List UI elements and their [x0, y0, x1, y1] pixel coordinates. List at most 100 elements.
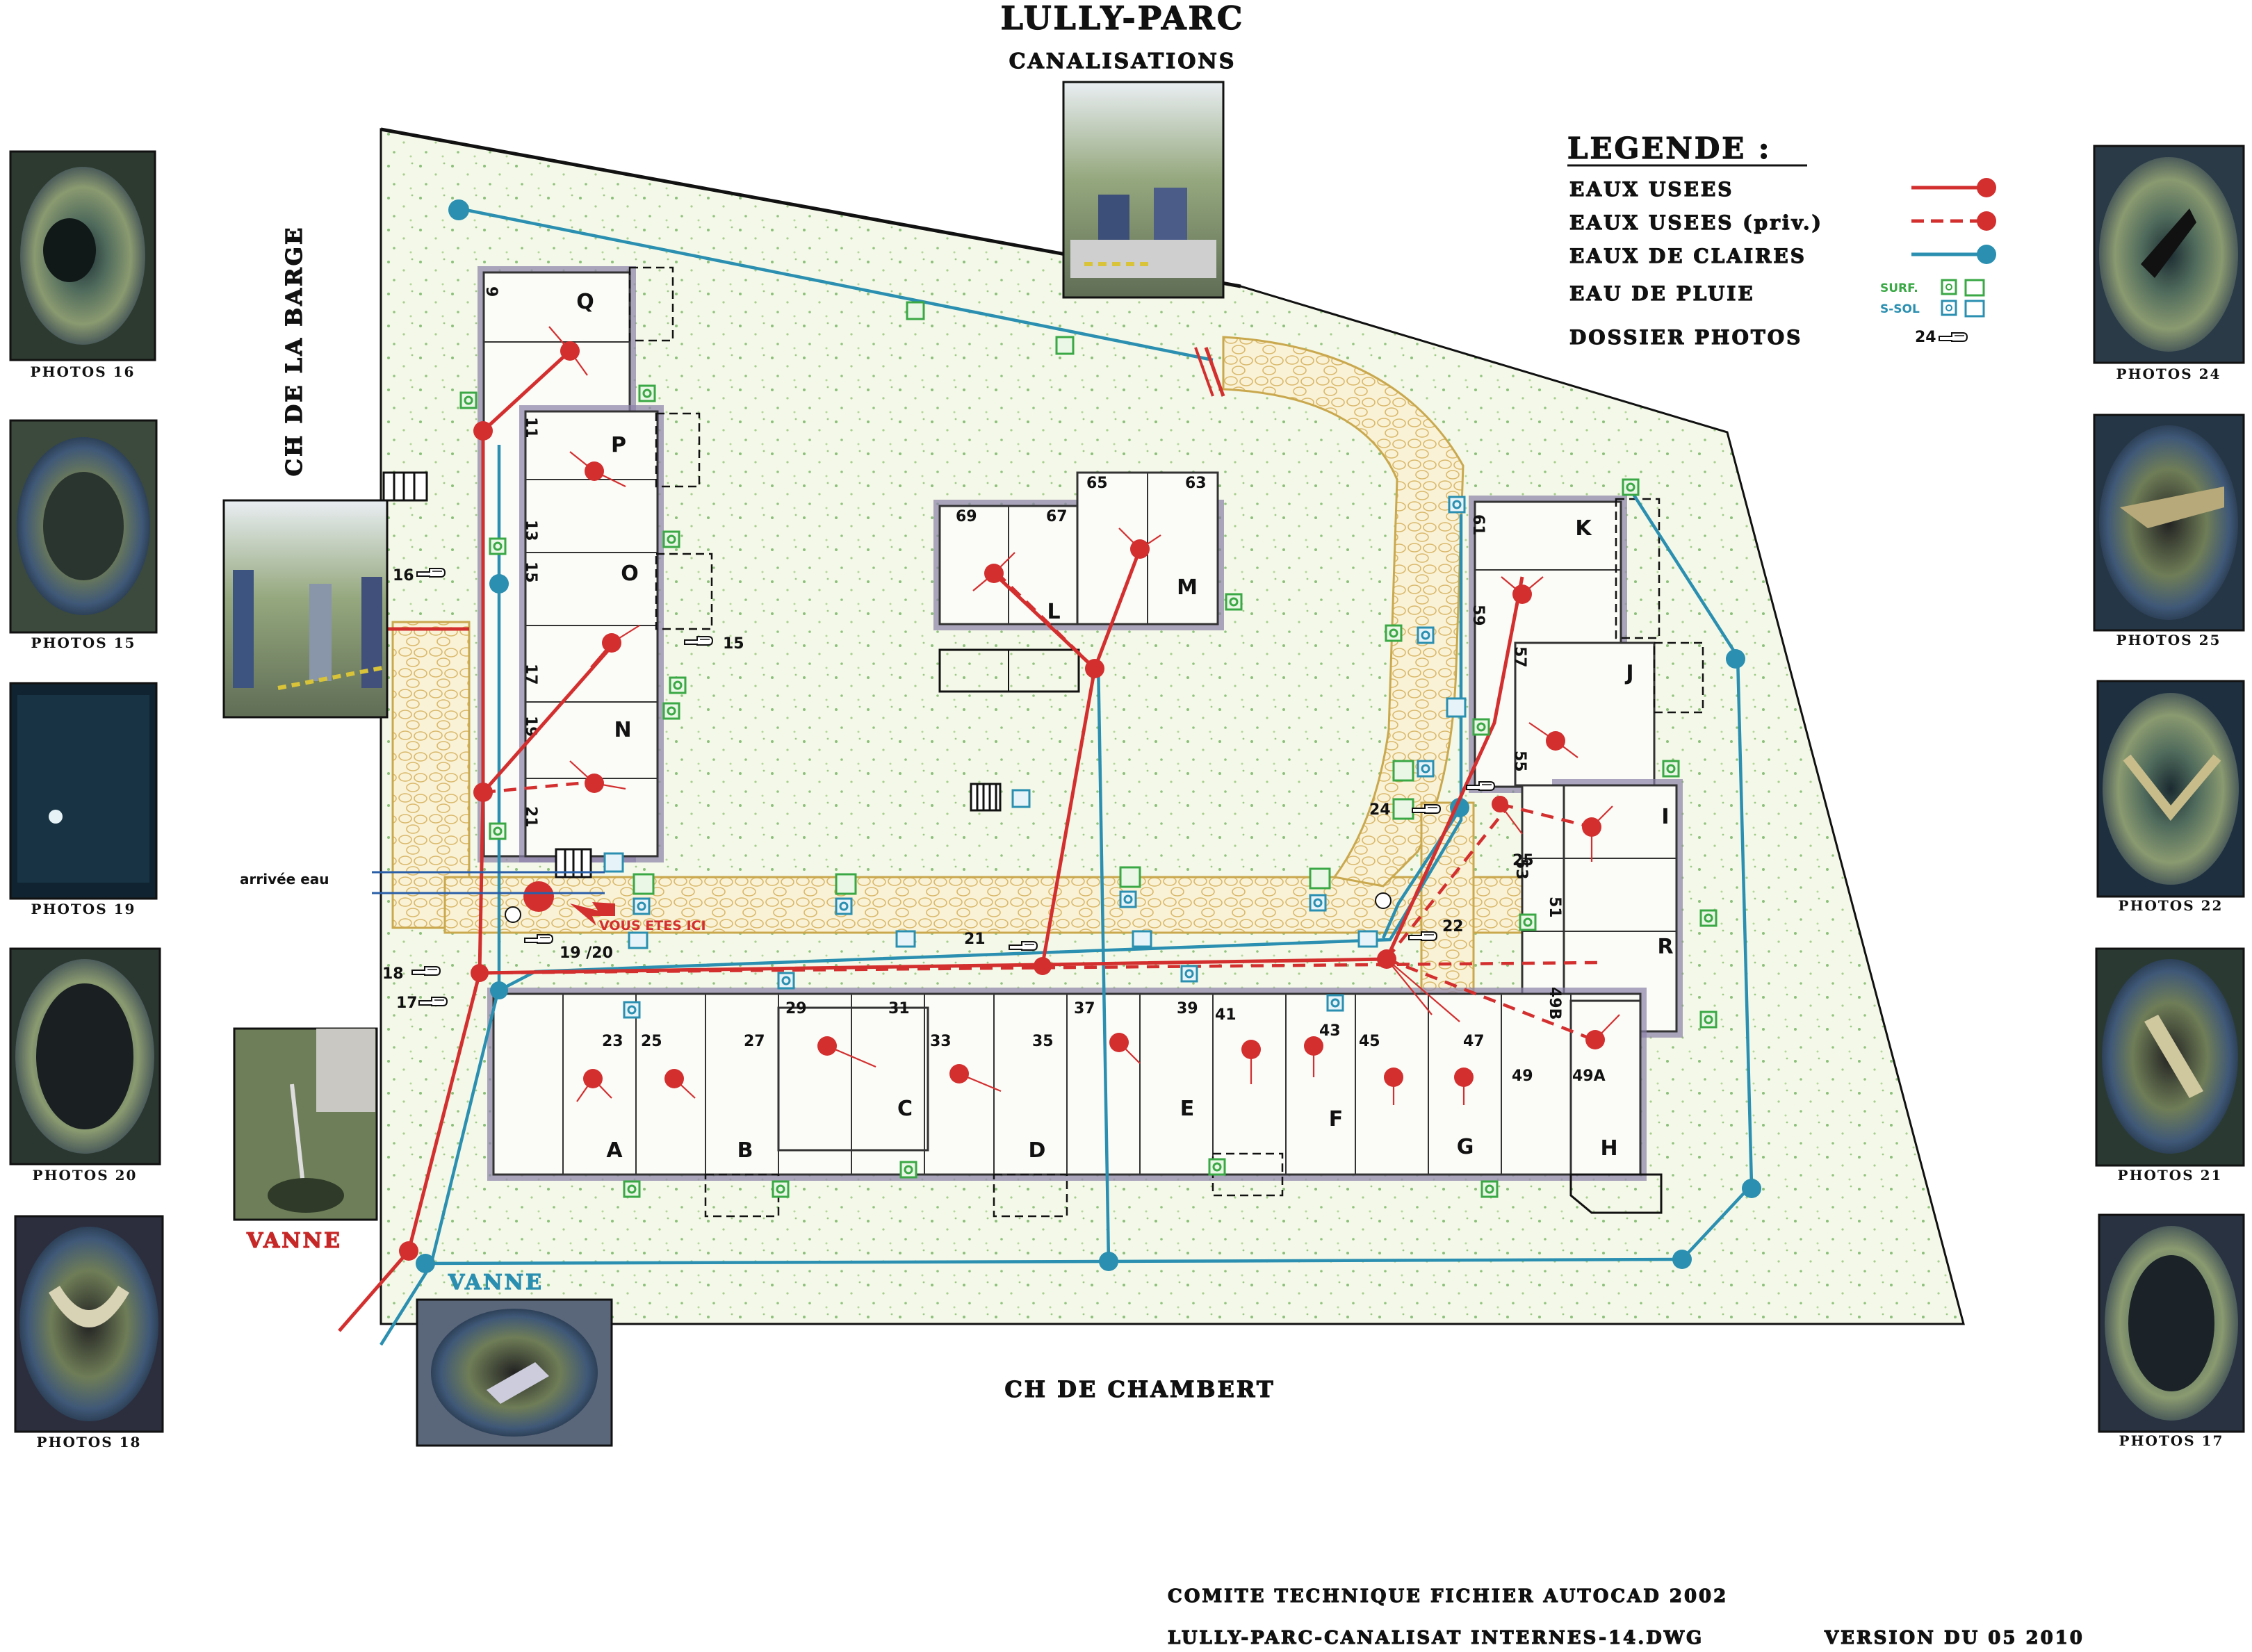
building-label: A	[606, 1138, 623, 1163]
building-label: B	[737, 1138, 753, 1163]
unit-number: 37	[1074, 1000, 1095, 1017]
legend-item-label: EAU DE PLUIE	[1569, 282, 1755, 305]
photo-ref: 24	[1369, 801, 1391, 819]
photo-thumbnail[interactable]	[9, 947, 161, 1166]
unit-number: 33	[930, 1033, 952, 1050]
photo-ref: 16	[393, 567, 414, 584]
photo-ref: 19 /20	[560, 944, 613, 962]
rainwater-symbols	[382, 301, 1717, 1198]
building-label: K	[1575, 516, 1592, 541]
photo-thumbnail[interactable]	[14, 1215, 164, 1433]
legend-item-label: EAUX USEES (priv.)	[1569, 211, 1823, 234]
photo-caption: PHOTOS 21	[2118, 1167, 2223, 1184]
photo-thumbnail[interactable]	[9, 419, 158, 634]
photo-caption: PHOTOS 16	[31, 363, 136, 380]
unit-number: 55	[1511, 751, 1528, 772]
photo-caption: PHOTOS 18	[37, 1434, 142, 1450]
photo-thumbnail[interactable]	[2098, 1213, 2245, 1433]
unit-number: 67	[1046, 508, 1068, 525]
building-label: H	[1600, 1136, 1617, 1161]
legend-item-label: EAUX DE CLAIRES	[1569, 245, 1806, 268]
unit-number: 21	[522, 806, 539, 828]
building-label: R	[1657, 935, 1673, 959]
unit-number: 51	[1546, 897, 1563, 918]
photo-thumbnail[interactable]	[2093, 145, 2245, 364]
photo-thumbnail[interactable]	[2096, 680, 2245, 898]
photo-column-right: PHOTOS 24 PHOTOS 25 PHOTOS 22 PHOTOS 21 …	[2093, 145, 2245, 1449]
clear-water-network	[380, 199, 1761, 1346]
unit-number: 41	[1215, 1006, 1237, 1024]
unit-number: 13	[522, 520, 539, 541]
building-label: E	[1180, 1097, 1195, 1121]
unit-number: 23	[602, 1033, 623, 1050]
legend-basement-label: S-SOL	[1880, 302, 1920, 316]
photo-ref: 18	[382, 965, 404, 983]
building-label: I	[1661, 805, 1669, 829]
photo-caption: PHOTOS 15	[31, 635, 136, 651]
wastewater-network	[338, 326, 1620, 1332]
photo-caption: PHOTOS 20	[33, 1167, 138, 1184]
photo-caption: PHOTOS 24	[2116, 366, 2221, 382]
unit-number: 15	[522, 562, 539, 583]
unit-number: 31	[888, 1000, 910, 1017]
valve-label-clearwater: VANNE	[448, 1270, 544, 1295]
page-subtitle: CANALISATIONS	[1009, 49, 1237, 74]
building-label: O	[621, 562, 639, 586]
scene-photo-top[interactable]	[1062, 81, 1225, 299]
photo-caption: PHOTOS 22	[2119, 897, 2224, 914]
building-label: J	[1624, 661, 1633, 685]
unit-number: 47	[1463, 1033, 1485, 1050]
unit-number: 59	[1469, 605, 1487, 626]
legend-item-label: EAUX USEES	[1569, 178, 1734, 201]
unit-number: 25	[641, 1033, 662, 1050]
unit-number: 39	[1177, 1000, 1198, 1017]
unit-number: 17	[522, 664, 539, 685]
building-label: N	[614, 718, 631, 742]
water-inlet-label: arrivée eau	[240, 871, 329, 888]
unit-number: 45	[1359, 1033, 1380, 1050]
building-label: D	[1029, 1138, 1046, 1163]
valve-label-wastewater: VANNE	[246, 1229, 342, 1253]
unit-number: 53	[1512, 858, 1530, 880]
footer-version: VERSION DU 05 2010	[1824, 1628, 2084, 1649]
photo-column-left: PHOTOS 16 PHOTOS 15 PHOTOS 19 PHOTOS 20 …	[9, 150, 164, 1450]
unit-number: 9	[482, 286, 500, 297]
photo-ref: 17	[396, 995, 418, 1012]
building-label: L	[1047, 600, 1060, 624]
unit-number: 49A	[1572, 1068, 1606, 1085]
you-are-here-label: VOUS ETES ICI	[599, 918, 706, 933]
unit-number: 69	[956, 508, 977, 525]
footer-line-2: LULLY-PARC-CANALISAT INTERNES-14.DWG	[1168, 1628, 1704, 1649]
photo-thumbnail[interactable]	[2095, 947, 2245, 1167]
scene-photo-valve[interactable]	[233, 1027, 378, 1221]
unit-number: 61	[1469, 514, 1487, 536]
legend: LEGENDE : EAUX USEES EAUX USEES (priv.) …	[1567, 131, 1996, 350]
you-are-here-arrow	[570, 902, 615, 926]
unit-number: 63	[1185, 475, 1207, 492]
photo-pointers: 16 15 18 17 19 /20 21 22 24 25	[382, 567, 1534, 1012]
photo-caption: PHOTOS 17	[2119, 1432, 2224, 1449]
legend-surface-label: SURF.	[1880, 281, 1918, 295]
building-label: F	[1329, 1107, 1344, 1131]
photo-thumbnail[interactable]	[2093, 414, 2245, 632]
scene-photo-left[interactable]	[222, 499, 389, 719]
legend-photo-ref: 24	[1915, 329, 1936, 346]
photo-ref: 25	[1512, 852, 1534, 869]
unit-number: 11	[522, 417, 539, 439]
photo-thumbnail[interactable]	[9, 150, 156, 361]
photo-ref: 22	[1442, 918, 1464, 935]
unit-numbers: 69 67 65 63 23 25 27 29 31 33 35 37 39 4…	[482, 286, 1606, 1085]
photo-thumbnail[interactable]	[9, 682, 158, 900]
footer-line-1: COMITE TECHNIQUE FICHIER AUTOCAD 2002	[1168, 1586, 1728, 1607]
legend-title: LEGENDE :	[1567, 131, 1771, 165]
legend-item-label: DOSSIER PHOTOS	[1569, 326, 1802, 349]
page-title: LULLY-PARC	[1001, 0, 1245, 37]
scene-photo-chamber[interactable]	[416, 1298, 613, 1447]
unit-number: 49B	[1546, 987, 1563, 1020]
building-label: C	[897, 1097, 913, 1121]
unit-number: 43	[1319, 1022, 1341, 1040]
building-label: Q	[576, 290, 594, 314]
photo-ref: 21	[964, 931, 986, 948]
photo-caption: PHOTOS 19	[31, 901, 136, 917]
